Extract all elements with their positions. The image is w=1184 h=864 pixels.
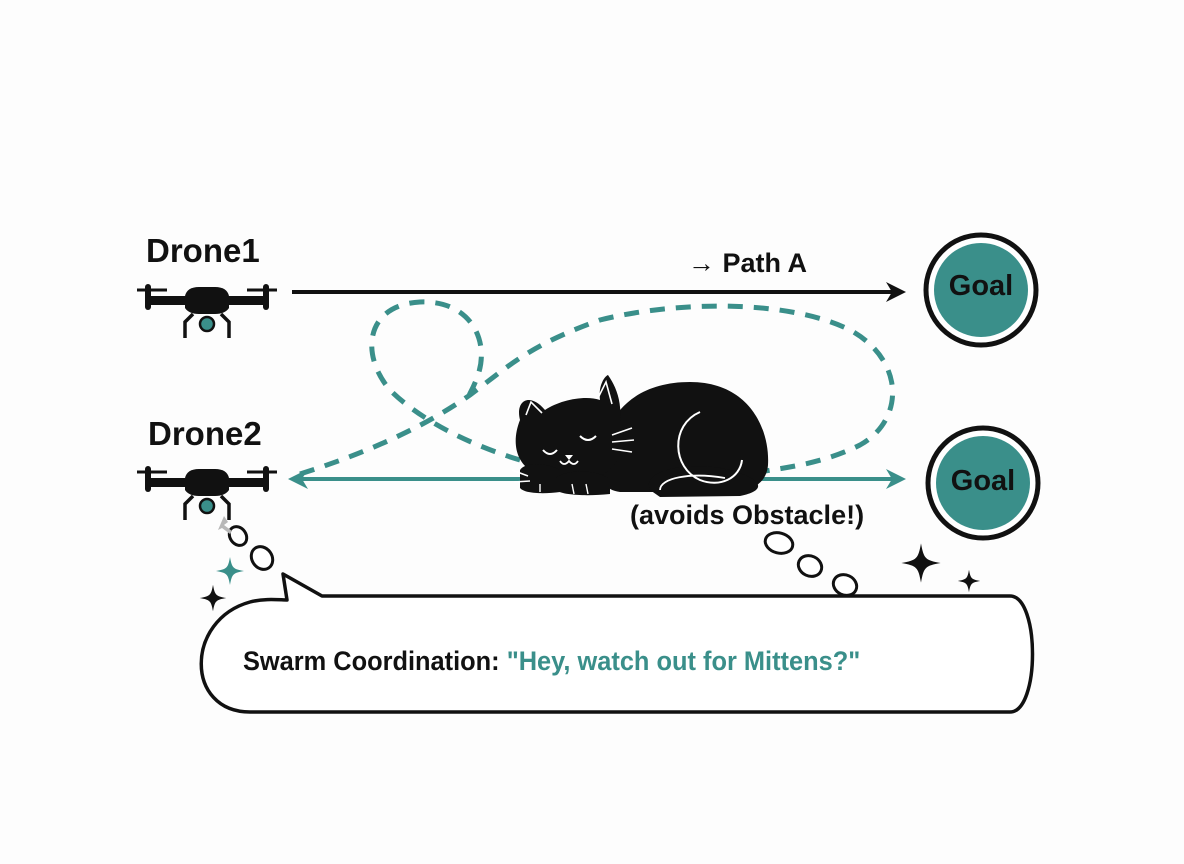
thought-dot	[763, 531, 795, 555]
goal-1-label: Goal	[948, 270, 1014, 302]
quote-text: "Hey, watch out for Mittens?"	[506, 646, 861, 676]
sleeping-cat-icon	[511, 375, 769, 497]
dashed-route-main	[299, 303, 895, 477]
thought-dot	[227, 525, 249, 547]
drone1-icon	[135, 282, 279, 340]
speaker-label: Swarm Coordination:	[243, 646, 500, 676]
thought-dot	[796, 554, 824, 578]
thought-dot	[249, 545, 275, 571]
drone1-label: Drone1	[146, 232, 260, 269]
goal-2-label: Goal	[950, 465, 1016, 497]
sparkle-icon	[901, 543, 941, 583]
sparkle-icon	[957, 569, 981, 593]
thought-dot	[831, 573, 859, 597]
cursor-icon	[218, 516, 232, 534]
goal-1-node	[923, 232, 1039, 348]
drone2-label: Drone2	[148, 415, 262, 452]
dashed-route-loop	[369, 299, 521, 463]
sparkle-icon	[199, 584, 227, 612]
path-a-label: → Path A	[688, 248, 808, 278]
goal-2-node	[925, 425, 1041, 541]
drone2-icon	[135, 464, 279, 522]
speech-bubble-text: Swarm Coordination: "Hey, watch out for …	[243, 646, 860, 677]
obstacle-label: (avoids Obstacle!)	[630, 500, 865, 530]
sparkle-icon	[216, 557, 244, 585]
speech-bubble	[199, 572, 1035, 714]
